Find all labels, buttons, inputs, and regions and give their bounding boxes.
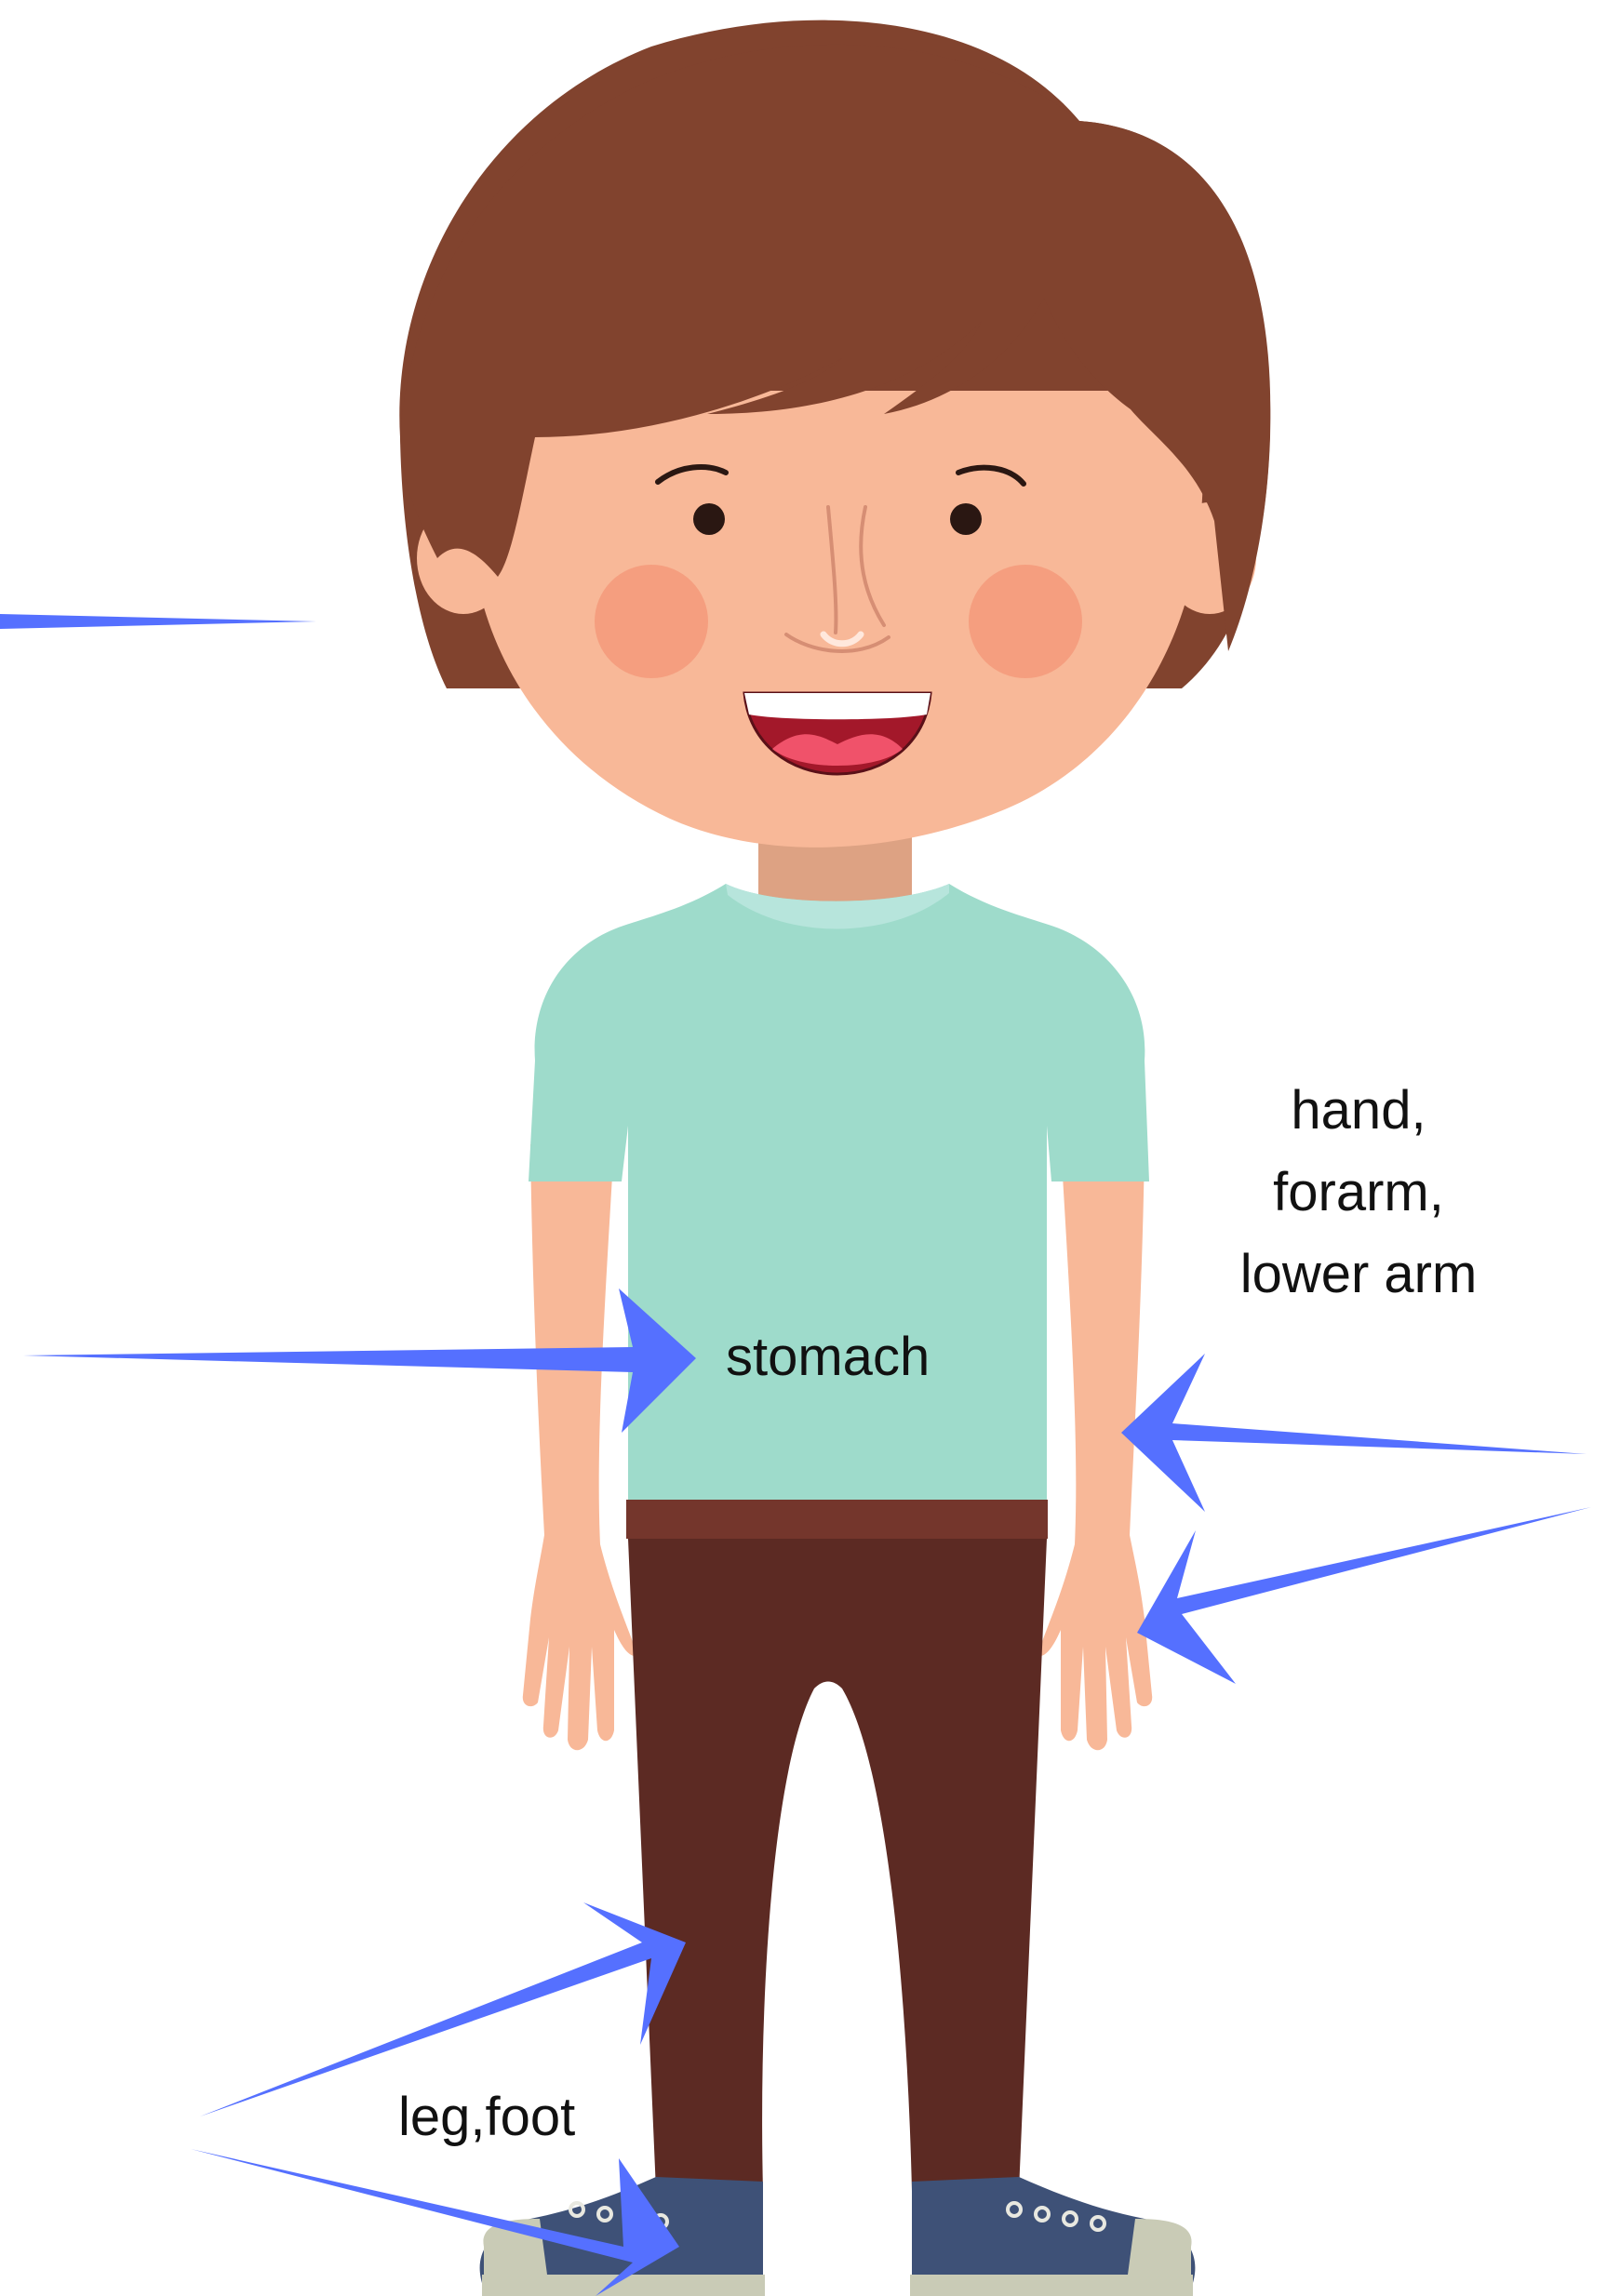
hand-label-line: forarm, bbox=[1228, 1152, 1489, 1234]
right-arm bbox=[1038, 1144, 1152, 1750]
right-eye bbox=[950, 503, 982, 535]
left-cheek bbox=[595, 565, 708, 678]
boy-figure bbox=[399, 20, 1270, 2296]
arrow-icon bbox=[0, 614, 316, 629]
teeth bbox=[744, 693, 930, 719]
leg-foot-label: leg,foot bbox=[398, 2076, 575, 2158]
right-shoe-sole bbox=[910, 2275, 1193, 2296]
belt bbox=[626, 1500, 1048, 1539]
pants bbox=[628, 1539, 1047, 2191]
right-cheek bbox=[969, 565, 1082, 678]
hand-label-line: hand, bbox=[1228, 1070, 1489, 1152]
arrow-icon bbox=[1137, 1507, 1591, 1684]
shirt bbox=[529, 884, 1149, 1507]
arrow-icon bbox=[1121, 1354, 1587, 1512]
hand-label-line: lower arm bbox=[1228, 1234, 1489, 1315]
left-eye bbox=[693, 503, 725, 535]
hand-forearm-label: hand, forarm, lower arm bbox=[1228, 1070, 1489, 1315]
left-arm bbox=[523, 1144, 637, 1750]
stomach-label: stomach bbox=[726, 1316, 930, 1398]
